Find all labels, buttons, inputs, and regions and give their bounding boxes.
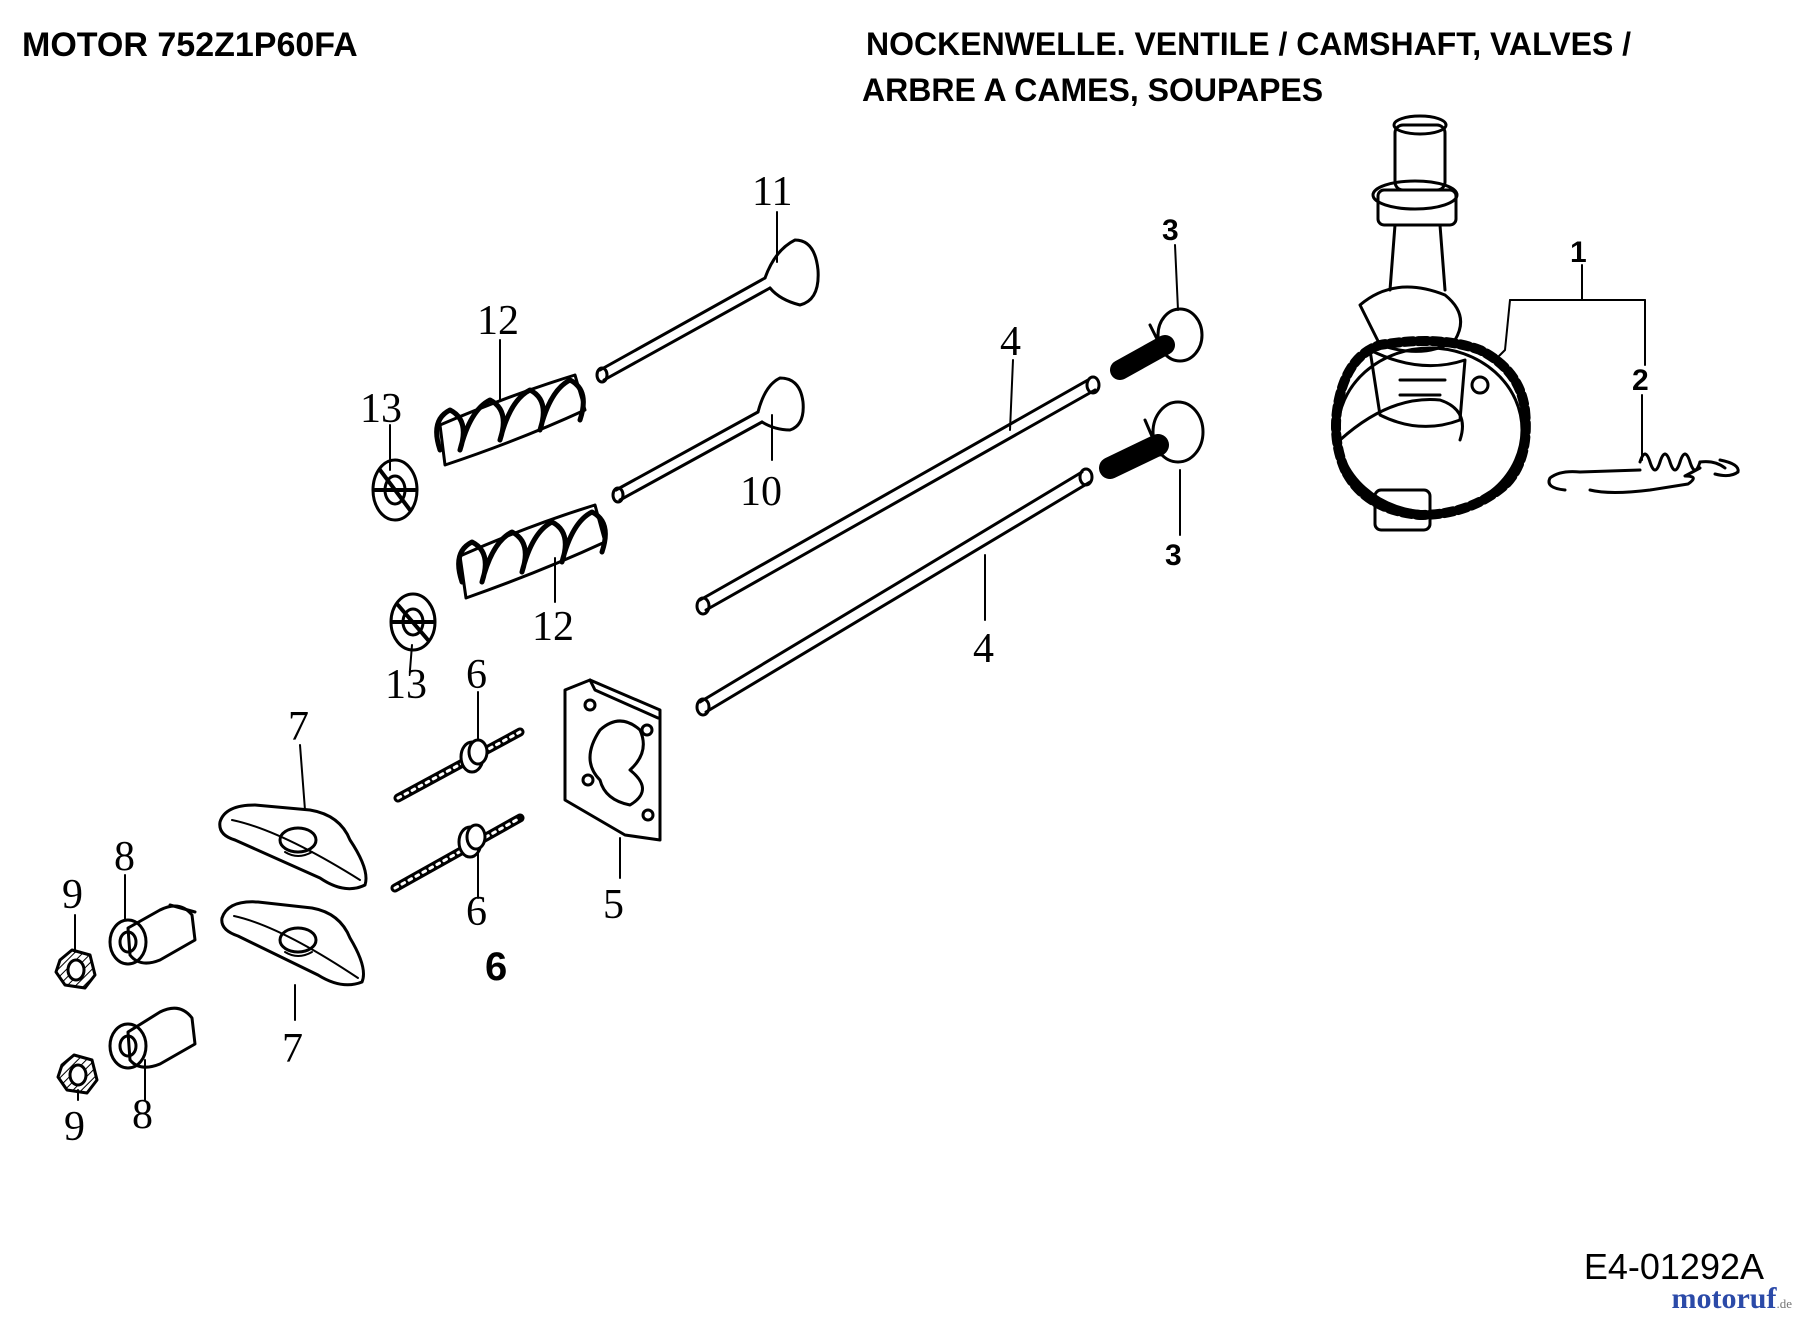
label-part-7-lower: 7 (282, 1026, 303, 1072)
label-part-10: 10 (740, 469, 782, 515)
drawing-number: E4-01292A (1583, 1246, 1764, 1287)
section-title-line2: ARBRE A CAMES, SOUPAPES (862, 72, 1324, 108)
part-13-retainer-lower (389, 592, 437, 652)
label-part-9-lower: 9 (64, 1104, 85, 1150)
label-part-12-upper: 12 (477, 298, 519, 344)
part-7-rocker-arm-upper (218, 803, 368, 891)
label-part-6-upper: 6 (466, 652, 487, 698)
camshaft-gear-part (1331, 114, 1531, 532)
label-part-9-upper: 9 (62, 872, 83, 918)
label-part-8-upper: 8 (114, 834, 135, 880)
label-part-6-lower: 6 (466, 889, 487, 935)
part-3-tappet-upper (1110, 307, 1204, 380)
part-8-pivot-upper (108, 903, 197, 966)
label-part-13-upper: 13 (360, 386, 402, 432)
watermark-brand: motoruf (1671, 1282, 1777, 1315)
part-5-plate (563, 678, 662, 842)
part-7-rocker-arm-lower (220, 900, 365, 987)
part-12-spring-lower (456, 503, 608, 600)
watermark-suffix: .de (1776, 1296, 1792, 1311)
part-labels: 1 2 3 3 4 4 5 6 6 6 7 7 8 8 9 9 10 11 12… (62, 169, 1649, 1150)
label-part-3-upper: 3 (1162, 214, 1179, 247)
label-part-1: 1 (1570, 236, 1587, 269)
part-4-push-rod-upper (695, 375, 1101, 616)
part-13-retainer-upper (371, 458, 419, 522)
part-11-valve (595, 238, 820, 384)
label-part-8-lower: 8 (132, 1092, 153, 1138)
part-6-stud-upper (393, 727, 525, 803)
label-part-5: 5 (603, 882, 624, 928)
label-part-12-lower: 12 (532, 604, 574, 650)
leader-lines (74, 211, 1646, 1101)
label-part-7-upper: 7 (288, 704, 309, 750)
label-part-4-lower: 4 (973, 626, 994, 672)
label-part-6-group: 6 (485, 945, 507, 989)
part-9-nut-lower (56, 1053, 99, 1095)
part-3-tappet-lower (1099, 400, 1205, 479)
label-part-4-upper: 4 (1000, 319, 1021, 365)
watermark-logo: motoruf.de (1671, 1282, 1792, 1316)
part-4-push-rod-lower (695, 467, 1094, 717)
label-part-2: 2 (1632, 364, 1649, 397)
part-12-spring-upper (434, 373, 587, 467)
section-title-line1: NOCKENWELLE. VENTILE / CAMSHAFT, VALVES … (866, 26, 1632, 62)
part-10-valve (611, 376, 805, 504)
part-2-spring (1547, 452, 1740, 494)
part-9-nut-upper (54, 948, 97, 990)
label-part-11: 11 (752, 169, 792, 215)
part-6-stud-lower (390, 813, 525, 893)
model-title: MOTOR 752Z1P60FA (22, 26, 358, 64)
label-part-13-lower: 13 (385, 662, 427, 708)
part-8-pivot-lower (108, 1006, 197, 1070)
label-part-3-lower: 3 (1165, 539, 1182, 572)
